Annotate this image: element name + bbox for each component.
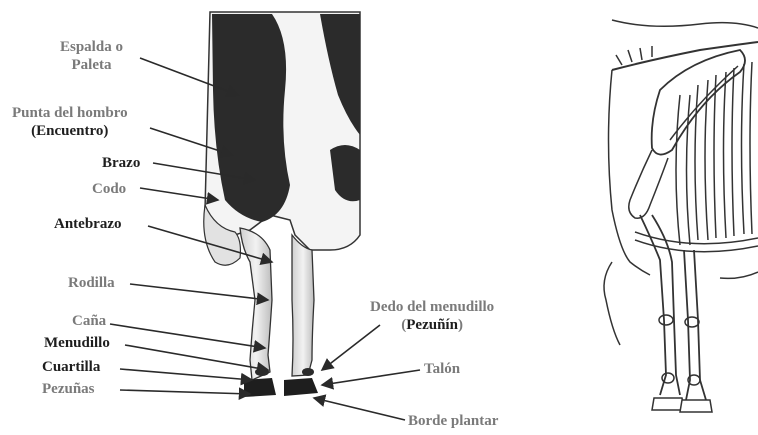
cow-skeleton-illustration — [604, 20, 758, 412]
label-cuartilla: Cuartilla — [42, 358, 100, 376]
label-cana: Caña — [72, 312, 106, 330]
label-brazo: Brazo — [102, 154, 140, 172]
cow-front-illustration — [204, 12, 360, 397]
label-espalda: Espalda o Paleta — [60, 38, 123, 74]
label-pezunas: Pezuñas — [42, 380, 95, 398]
label-antebrazo: Antebrazo — [54, 215, 122, 233]
label-borde-plantar: Borde plantar — [408, 412, 498, 430]
label-menudillo: Menudillo — [44, 334, 110, 352]
label-talon: Talón — [424, 360, 460, 378]
label-codo: Codo — [92, 180, 126, 198]
label-punta-del-hombro: Punta del hombro (Encuentro) — [12, 104, 128, 140]
label-dedo-del-menudillo: Dedo del menudillo (Pezuñín) — [370, 298, 494, 334]
label-rodilla: Rodilla — [68, 274, 115, 292]
